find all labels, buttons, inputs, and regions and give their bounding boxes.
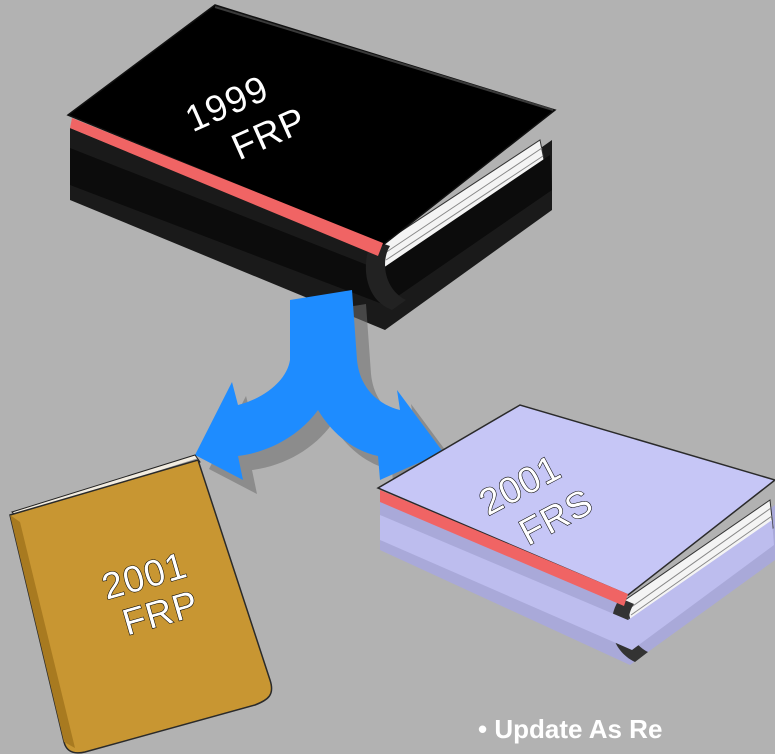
binder-1999-frp: 1999 FRP <box>68 5 555 330</box>
split-arrow <box>195 290 443 480</box>
book-2001-frp: 2001 FRP <box>10 455 272 753</box>
bullet-caption: • Update As Re <box>478 714 662 745</box>
